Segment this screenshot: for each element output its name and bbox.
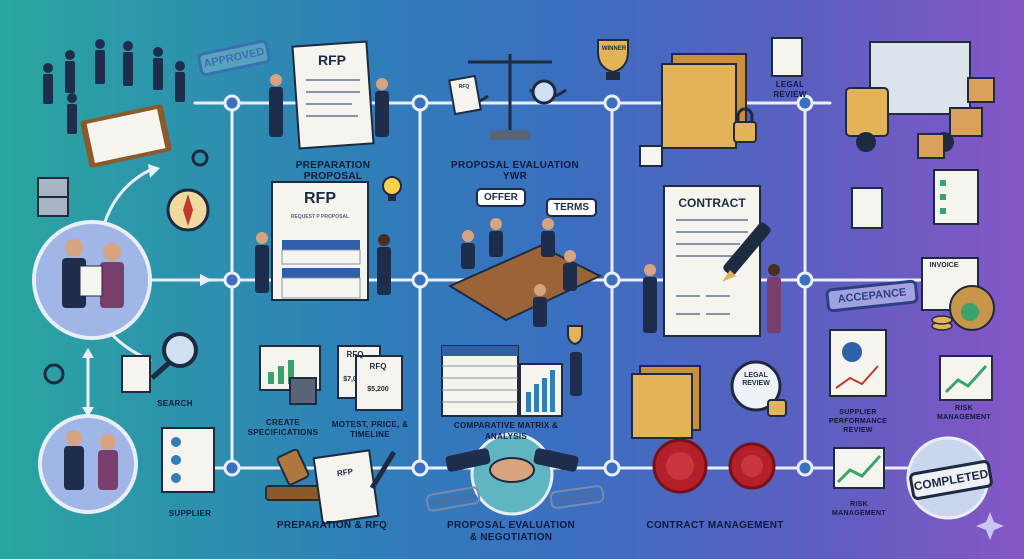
gear-icon xyxy=(43,149,209,385)
padlock-icon xyxy=(733,107,757,143)
calendar-icon xyxy=(639,145,663,167)
invoice-document-title: INVOICE xyxy=(929,262,959,269)
contract-document-title: CONTRACT xyxy=(678,196,746,210)
box-icon xyxy=(917,77,995,159)
rfq-document-title: RFQ xyxy=(346,350,364,359)
rfq-document-price: $5,200 xyxy=(367,386,389,393)
trophy-icon xyxy=(567,325,583,346)
pen-icon xyxy=(369,450,397,490)
preparation-rfq-label: PREPARATION & RFQ xyxy=(276,520,388,531)
trophy-icon xyxy=(597,39,629,80)
rfq-document-title: RFQ xyxy=(369,362,387,371)
money-bag-icon xyxy=(931,285,995,331)
clipboard-icon xyxy=(80,104,172,168)
lightbulb-icon xyxy=(382,176,402,201)
rfq-document-price: $7,0 xyxy=(343,376,357,383)
comparative-matrix-label: COMPARATIVE MATRIX & ANALYSIS xyxy=(453,421,559,441)
magnifier-icon xyxy=(150,332,198,380)
winner-label: WINNER xyxy=(601,46,627,52)
rfp-document-subtitle: REQUEST P PROPOSAL xyxy=(290,214,350,220)
handshake-icon xyxy=(445,448,579,483)
truck-icon xyxy=(845,41,971,152)
modest-price-timeline-label: MOTEST, PRICE, & TIMELINE xyxy=(331,420,409,439)
risk-management-label: RISK MANAGEMENT xyxy=(937,405,991,421)
risk-management-label: RISK MANAGEMENT xyxy=(832,501,886,517)
gavel-icon xyxy=(265,448,321,501)
terms-bubble: TERMS xyxy=(546,198,597,217)
sparkle-icon xyxy=(976,512,1004,540)
proposal-evaluation-top-label: PROPOSAL EVALUATION YWR xyxy=(451,160,579,182)
rfp-document-title: RFP xyxy=(304,190,336,207)
legal-review-badge: LEGAL REVIEW xyxy=(742,372,770,387)
supplier-performance-review-label: SUPPLIER PERFORMANCE REVIEW xyxy=(828,409,888,434)
legal-review-label: LEGAL REVIEW xyxy=(773,80,807,99)
offer-bubble: OFFER xyxy=(476,188,526,207)
contract-management-label: CONTRACT MANAGEMENT xyxy=(646,520,784,531)
wax-seal-icon xyxy=(652,438,776,494)
supplier-label: SUPPLIER xyxy=(168,509,212,518)
compass-icon xyxy=(166,188,210,232)
preparation-proposal-label: PREPARATION PROPOSAL xyxy=(295,160,371,182)
search-label: SEARCH xyxy=(157,399,193,408)
calculator-icon xyxy=(289,377,317,405)
create-specifications-label: CREATE SPECIFICATIONS xyxy=(247,418,319,437)
folder-icon xyxy=(631,365,701,439)
rfp-document-title: RFP xyxy=(318,52,346,68)
rfq-document-title: RFQ xyxy=(458,84,470,90)
fountain-pen-icon xyxy=(722,222,771,282)
proposal-evaluation-negotiation-label: PROPOSAL EVALUATION & NEGOTIATION xyxy=(447,520,575,543)
